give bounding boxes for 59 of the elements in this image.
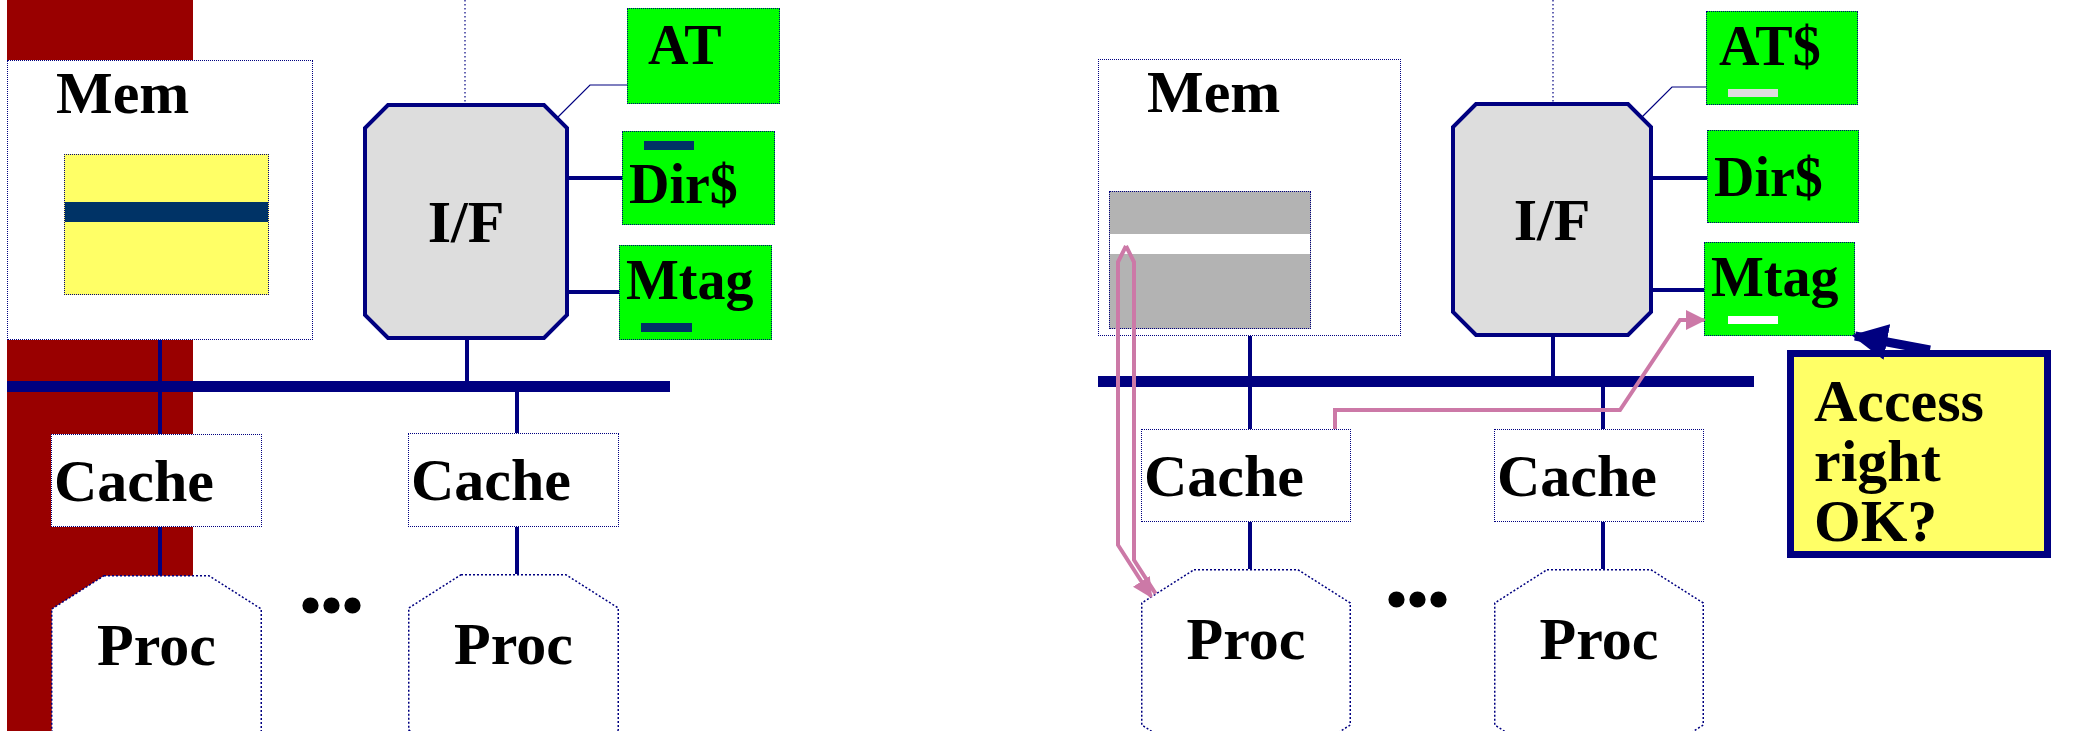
node-label: Dir$ [1714,149,1824,205]
node-label: Proc [1186,609,1306,669]
dotted-line [1552,0,1554,103]
ellipsis-dots: ••• [300,575,364,635]
connector-line [557,84,628,118]
node-label: Cache [54,450,214,511]
memory-box [7,60,313,340]
node-label: Mem [56,63,191,123]
memory-block [64,154,269,295]
callout-box [1787,350,2051,558]
directory-cache-box [1707,130,1859,223]
node-label: Cache [411,450,571,510]
connector-line [1248,387,1252,429]
arrow [1116,245,1153,599]
memory-tag-box [1704,242,1855,336]
connector-line [158,527,162,575]
connector-line [1641,86,1707,118]
connector-line [1124,245,1158,595]
table-cache-box [1706,11,1858,105]
node-label: Proc [1539,609,1659,669]
connector-line [569,290,619,294]
connector-line [158,392,162,434]
node-label: AT [648,17,723,73]
connector-line [1601,387,1605,429]
node-label: Proc [454,614,573,674]
memory-tag-box [619,245,772,340]
node-label: I/F [1513,189,1591,250]
memory-box [1098,59,1401,336]
node-label: Mem [1147,62,1282,122]
node-label: AT$ [1719,18,1822,74]
cache-box [51,434,262,527]
node-label: Dir$ [629,156,739,212]
node-label: Proc [97,615,216,675]
dotted-line [464,0,466,104]
arrow [1333,310,1706,429]
bus-bar [1098,376,1754,387]
callout-text: Access right OK? [1814,371,1985,551]
connector-line [1551,337,1555,376]
connector-line [1248,522,1252,569]
connector-line [1653,288,1704,292]
cache-box [1141,429,1351,522]
connector-line [465,340,469,381]
directory-cache-box [622,131,775,225]
cache-box [1494,429,1704,522]
node-label: Cache [1497,445,1657,506]
connector-line [569,176,622,180]
memory-block [1109,191,1311,329]
connector-line [1601,522,1605,569]
cache-box [408,433,619,527]
node-label: Cache [1144,445,1304,506]
bus-bar [7,381,670,392]
connector-line [1653,176,1707,180]
connector-line [515,392,519,433]
table-box [627,8,780,104]
connector-line [515,527,519,574]
ellipsis-dots: ••• [1386,569,1450,629]
node-label: I/F [427,191,505,252]
connector-line [158,340,162,381]
connector-line [1248,336,1252,376]
